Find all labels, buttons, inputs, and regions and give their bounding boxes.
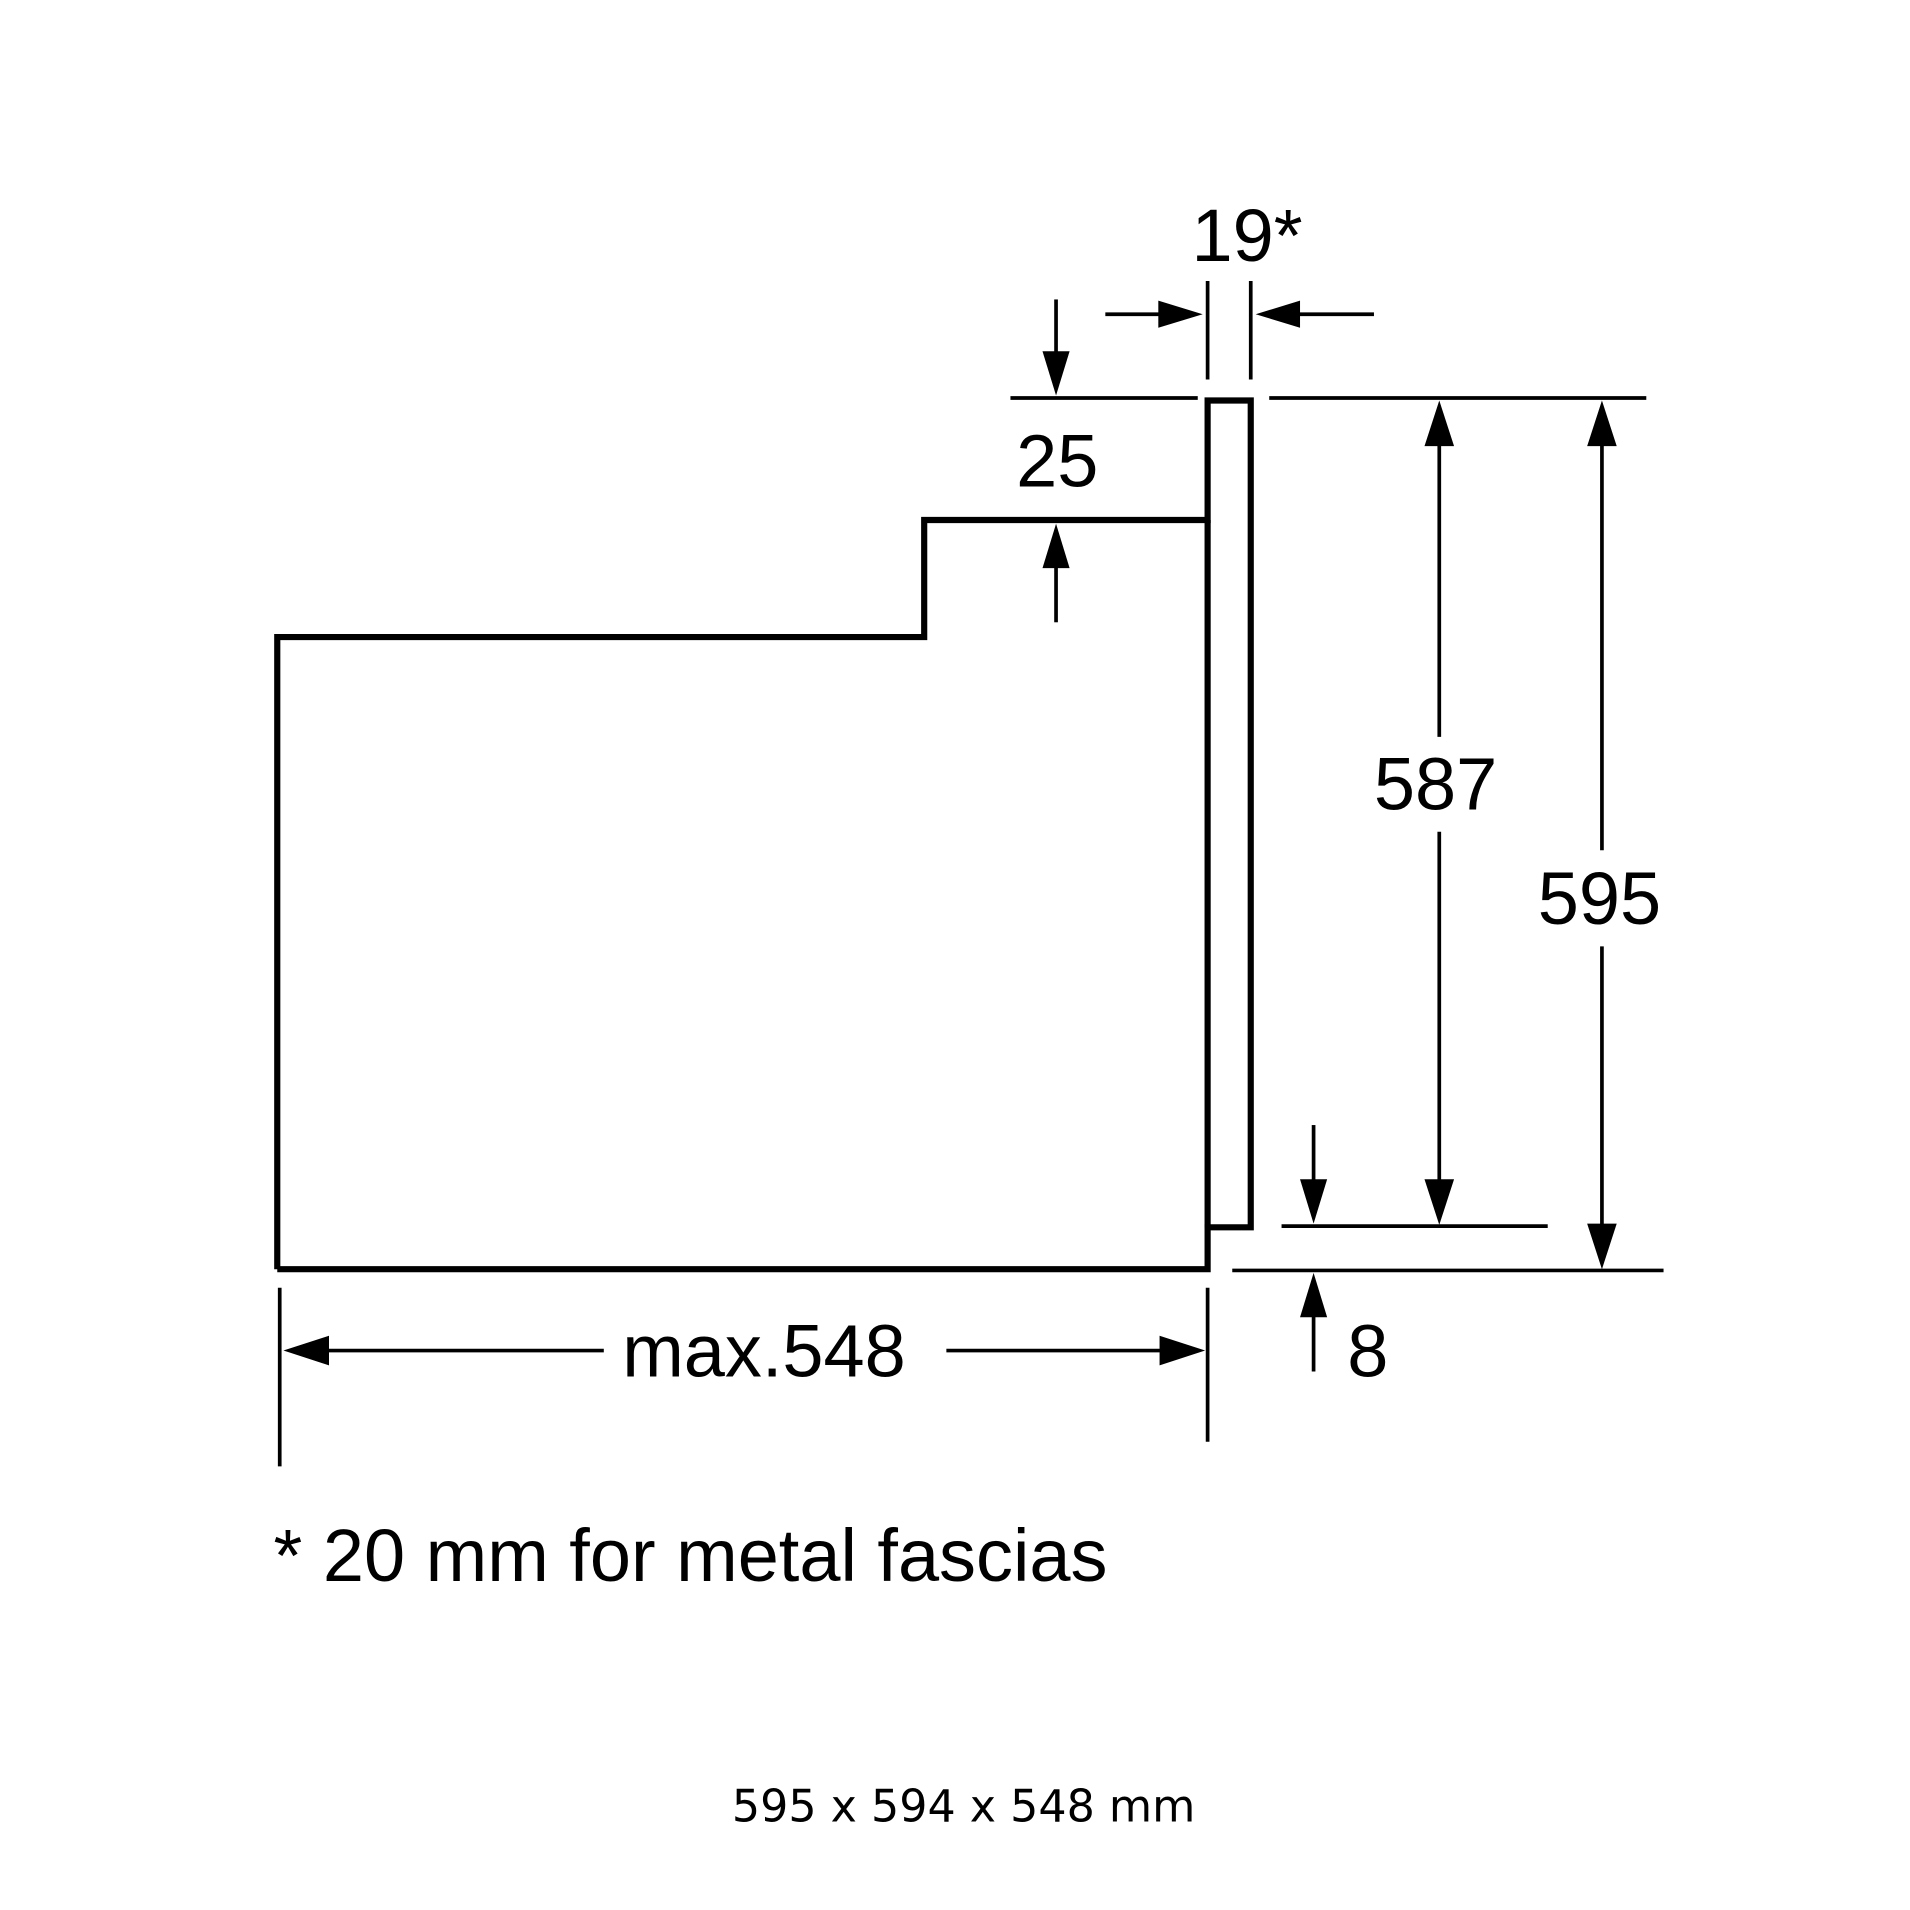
extension-lines	[277, 280, 1664, 1467]
dimension-fascia-thickness: 19*	[1105, 194, 1374, 328]
label-fascia-thickness: 19*	[1192, 194, 1303, 277]
label-depth: max.548	[622, 1309, 906, 1392]
dimension-top-step: 25	[1016, 299, 1098, 623]
footnote: * 20 mm for metal fascias	[274, 1514, 1108, 1597]
label-bottom-gap: 8	[1347, 1309, 1388, 1392]
label-door-height: 587	[1374, 743, 1497, 826]
dimension-bottom-gap: 8	[1300, 1125, 1388, 1392]
dimension-depth: max.548	[283, 1309, 1206, 1392]
oven-body-outline	[274, 397, 1254, 1273]
caption-overall-dimensions: 595 x 594 x 548 mm	[732, 1781, 1195, 1832]
label-total-height: 595	[1538, 857, 1661, 940]
label-top-step: 25	[1016, 420, 1098, 503]
dimension-total-height: 595	[1538, 400, 1661, 1270]
dimension-door-height: 587	[1374, 400, 1497, 1225]
